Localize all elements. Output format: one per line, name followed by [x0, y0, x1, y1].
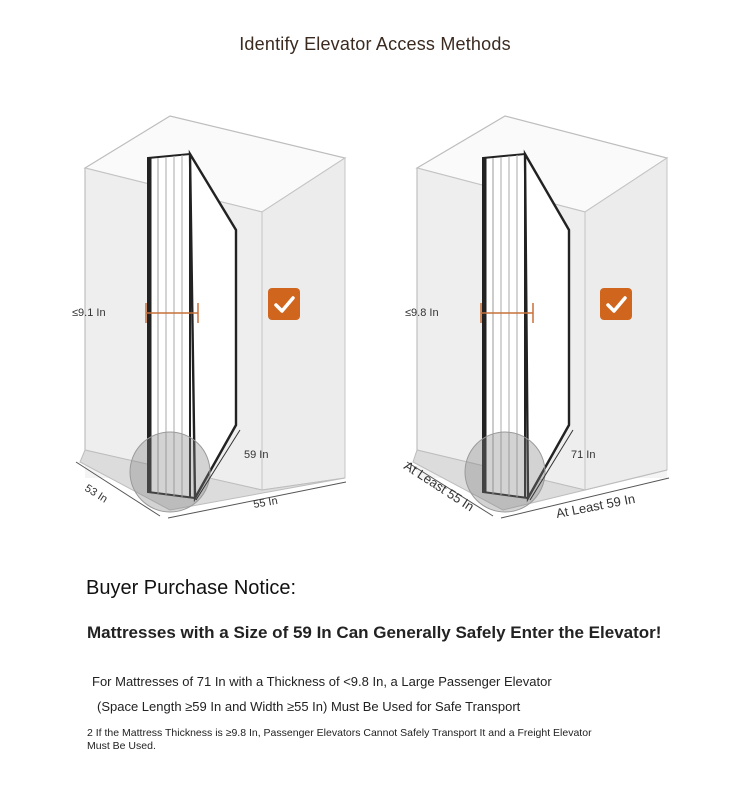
- height-label: 59 In: [244, 449, 268, 461]
- thickness-label: ≤9.8 In: [405, 307, 439, 319]
- height-label: 71 In: [571, 449, 595, 461]
- notice-line-1: For Mattresses of 71 In with a Thickness…: [92, 674, 552, 689]
- depth-label: 53 In: [82, 482, 109, 505]
- notice-footnote: 2 If the Mattress Thickness is ≥9.8 In, …: [87, 727, 592, 752]
- elevator-diagram-right: ≤9.8 In 71 In At Least 55 In At Least 59…: [335, 100, 710, 540]
- elevator-diagram-left: ≤9.1 In 59 In 53 In 55 In: [0, 100, 375, 540]
- thickness-label: ≤9.1 In: [72, 307, 106, 319]
- width-label: 55 In: [252, 495, 278, 511]
- elevator-diagram-right-svg: ≤9.8 In 71 In At Least 55 In At Least 59…: [401, 115, 670, 521]
- checkmark-icon: [600, 288, 632, 320]
- page-title: Identify Elevator Access Methods: [239, 34, 511, 54]
- elevator-diagram-left-svg: ≤9.1 In 59 In 53 In 55 In: [72, 115, 347, 519]
- notice-main-text: Mattresses with a Size of 59 In Can Gene…: [87, 623, 662, 642]
- checkmark-icon: [268, 288, 300, 320]
- notice-line-2: (Space Length ≥59 In and Width ≥55 In) M…: [97, 699, 521, 714]
- notice-heading: Buyer Purchase Notice:: [86, 577, 297, 599]
